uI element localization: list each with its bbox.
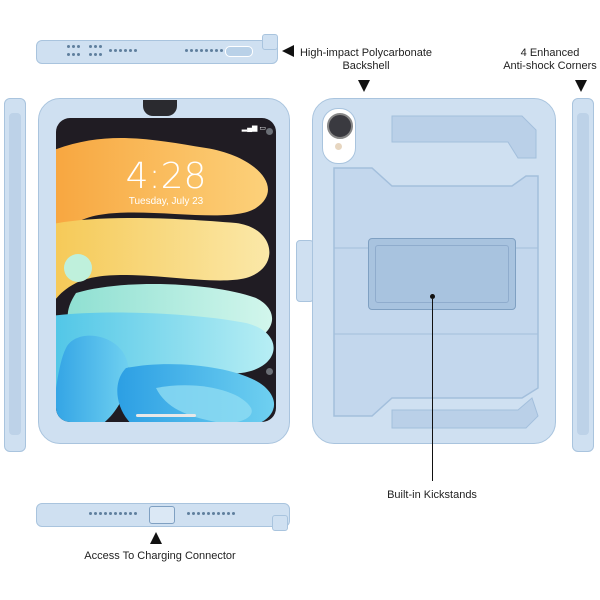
lock-screen-time: 4:28 <box>125 156 207 197</box>
front-sensor-dot <box>266 368 273 375</box>
speaker-grille-icon <box>67 45 80 48</box>
speaker-grille-icon <box>89 512 137 515</box>
front-camera-notch <box>143 100 177 116</box>
pencil-holder-bottom <box>272 515 288 531</box>
speaker-grille-icon <box>187 512 235 515</box>
wallpaper-image <box>56 138 275 422</box>
tablet-screen: 4:28 Tuesday, July 23 ▂▄▆ ▭ <box>56 118 276 422</box>
backshell-label-line1: High-impact Polycarbonate <box>299 47 433 59</box>
speaker-grille-icon <box>67 53 80 56</box>
arrow-down-icon <box>358 80 370 92</box>
kickstand-label: Built-in Kickstands <box>387 489 477 501</box>
arrow-left-icon <box>282 45 294 57</box>
arrow-up-icon <box>150 532 162 544</box>
status-icons: ▂▄▆ ▭ <box>241 125 266 132</box>
camera-lens-icon <box>327 113 353 139</box>
corners-label-line1: 4 Enhanced <box>520 47 580 59</box>
backshell-label-line2: Backshell <box>342 60 390 72</box>
pencil-holder-top <box>262 34 278 50</box>
speaker-grille-icon <box>89 53 102 56</box>
arrow-down-icon <box>575 80 587 92</box>
corners-label: 4 Enhanced Anti-shock Corners <box>498 47 600 73</box>
kickstand-callout-line <box>432 299 433 481</box>
charging-label: Access To Charging Connector <box>84 550 236 562</box>
speaker-grille-icon <box>89 45 102 48</box>
home-indicator <box>136 414 196 417</box>
case-top-edge-view <box>36 40 278 64</box>
corners-label-line2: Anti-shock Corners <box>503 60 597 72</box>
kickstand-callout-dot <box>430 294 435 299</box>
kickstand[interactable] <box>368 238 516 310</box>
charging-port-cutout <box>149 506 175 524</box>
speaker-grille-icon <box>109 49 137 52</box>
case-left-side-view <box>4 98 26 452</box>
case-bottom-edge-view <box>36 503 290 527</box>
lock-screen-date: Tuesday, July 23 <box>128 196 204 207</box>
speaker-grille-icon <box>185 49 223 52</box>
front-sensor-dot <box>266 128 273 135</box>
camera-flash-icon <box>335 143 342 150</box>
button-cover-icon <box>225 46 253 57</box>
case-right-side-view <box>572 98 594 452</box>
camera-bump <box>322 108 356 164</box>
backshell-label: High-impact Polycarbonate Backshell <box>296 47 436 73</box>
